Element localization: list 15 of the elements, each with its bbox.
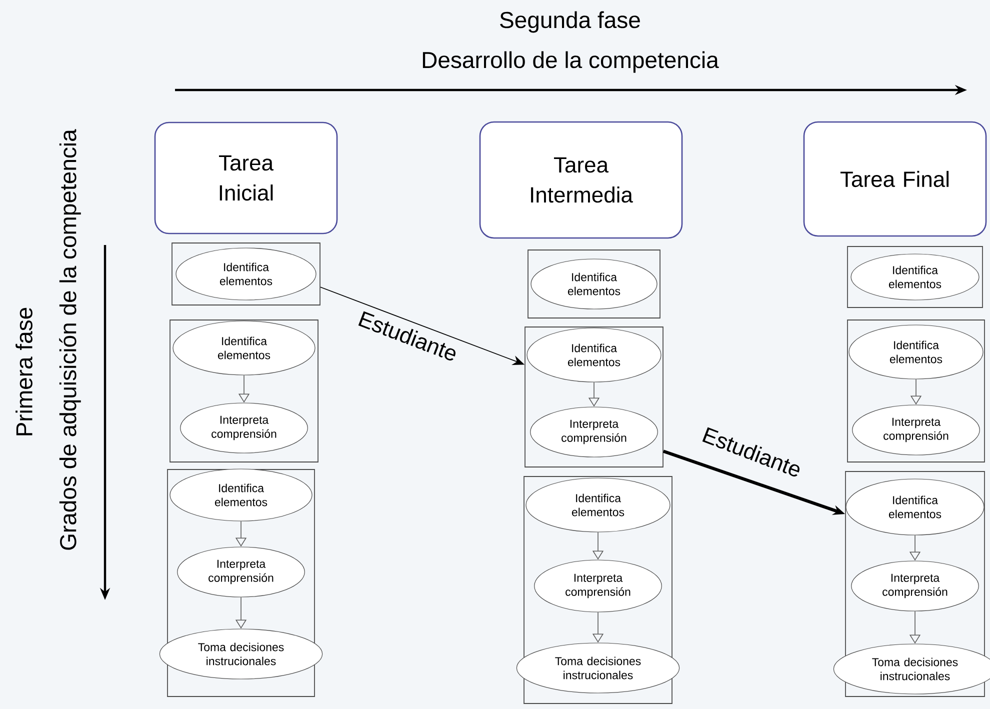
phase-subtitle: Grados de adquisición de la competencia [59,129,81,550]
group-frame [847,320,985,462]
phase-title: Segunda fase [500,11,640,33]
group-frame [528,250,660,318]
task-box: Tarea Final [803,121,987,237]
group-frame [524,326,664,468]
phase-subtitle: Desarrollo de la competencia [422,51,719,73]
phase-title: Primera fase [16,308,32,436]
task-box: Tarea Intermedia [479,121,683,239]
group-frame [845,471,985,697]
group-frame [170,320,318,462]
group-frame [524,476,672,704]
group-frame [847,246,983,308]
task-box: Tarea Inicial [154,122,338,234]
group-frame [167,469,315,697]
